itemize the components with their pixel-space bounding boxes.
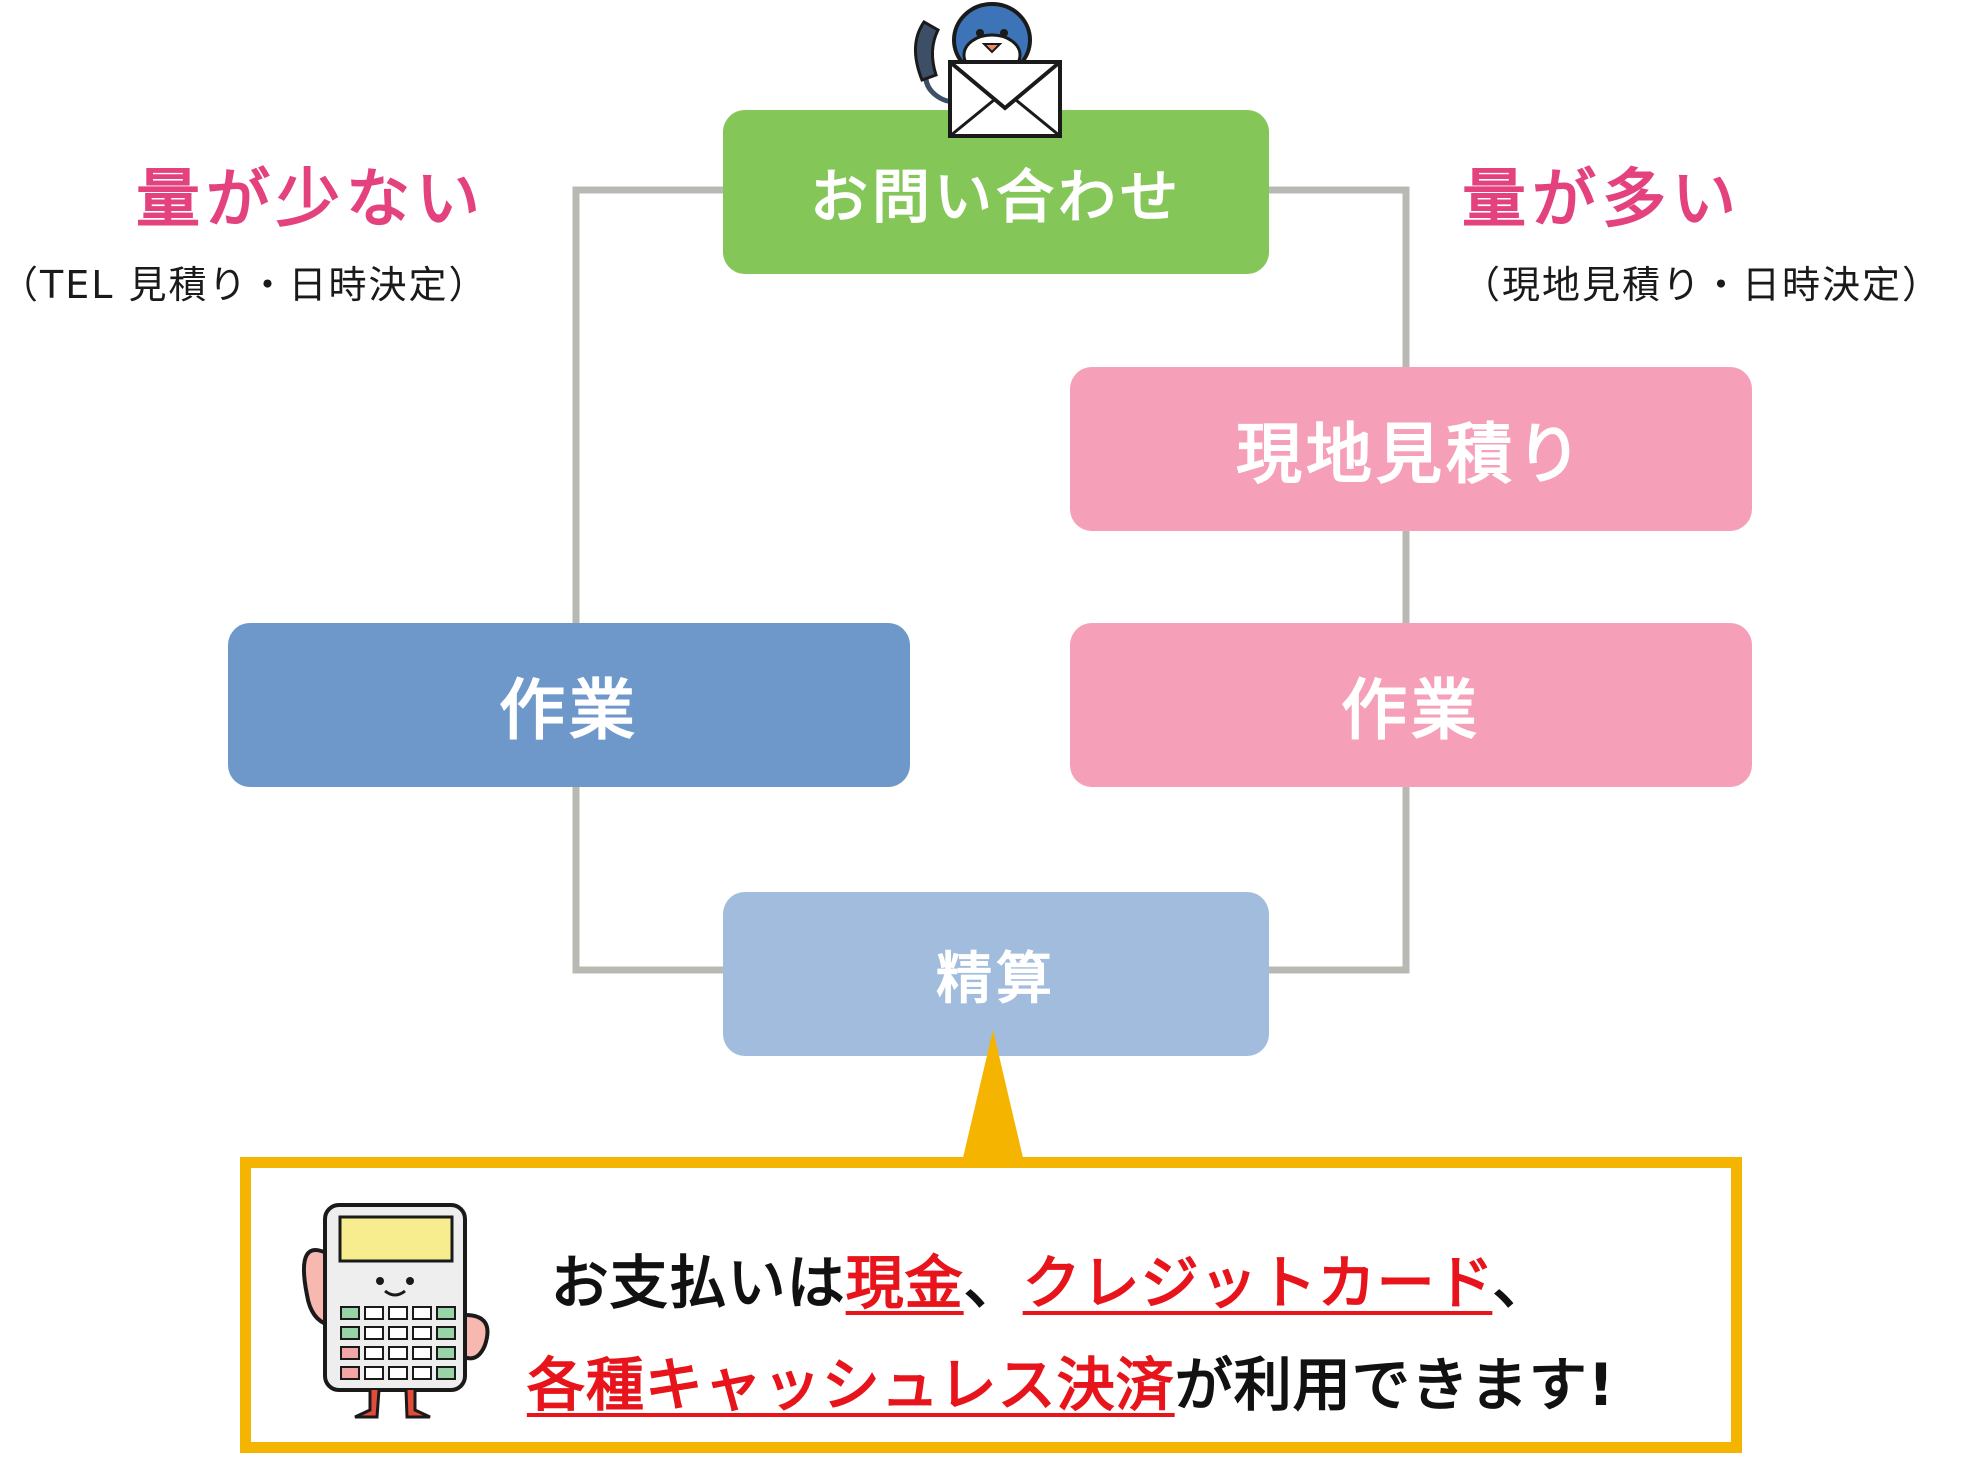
payment-line-2: 各種キャッシュレス決済が利用できます!: [251, 1338, 1731, 1422]
inquiry-step-label: お問い合わせ: [809, 163, 1182, 231]
work-step-box-large: 作業: [1070, 623, 1752, 787]
payment-info-callout: お支払いは現金、クレジットカード、 各種キャッシュレス決済が利用できます!: [240, 1157, 1742, 1453]
small-volume-heading: 量が少ない: [136, 163, 486, 237]
settlement-step-box: 精算: [723, 892, 1269, 1056]
work-step-box-small: 作業: [228, 623, 910, 787]
payment-comma: 、: [963, 1249, 1023, 1317]
work-step-label-large: 作業: [1341, 672, 1481, 749]
payment-text-outro: が利用できます!: [1174, 1351, 1616, 1419]
small-volume-note: （TEL 見積り・日時決定）: [0, 263, 489, 307]
connector-right-branch: [1269, 186, 1410, 974]
calculator-mascot-icon: [302, 1203, 490, 1419]
payment-method-cashless: 各種キャッシュレス決済: [526, 1351, 1175, 1419]
work-step-label-small: 作業: [499, 672, 639, 749]
large-volume-note: （現地見積り・日時決定）: [1462, 263, 1943, 307]
payment-method-credit-card: クレジットカード: [1022, 1249, 1493, 1317]
payment-comma: 、: [1492, 1249, 1552, 1317]
payment-line-1: お支払いは現金、クレジットカード、: [251, 1236, 1731, 1320]
payment-text-intro: お支払いは: [550, 1249, 846, 1317]
payment-method-cash: 現金: [845, 1249, 964, 1317]
settlement-step-label: 精算: [936, 946, 1056, 1012]
site-estimate-step-box: 現地見積り: [1070, 367, 1752, 531]
bird-mascot-phone-icon: [914, 2, 1062, 138]
connector-left-branch: [572, 186, 723, 974]
site-estimate-step-label: 現地見積り: [1236, 416, 1586, 493]
large-volume-heading: 量が多い: [1462, 163, 1742, 237]
